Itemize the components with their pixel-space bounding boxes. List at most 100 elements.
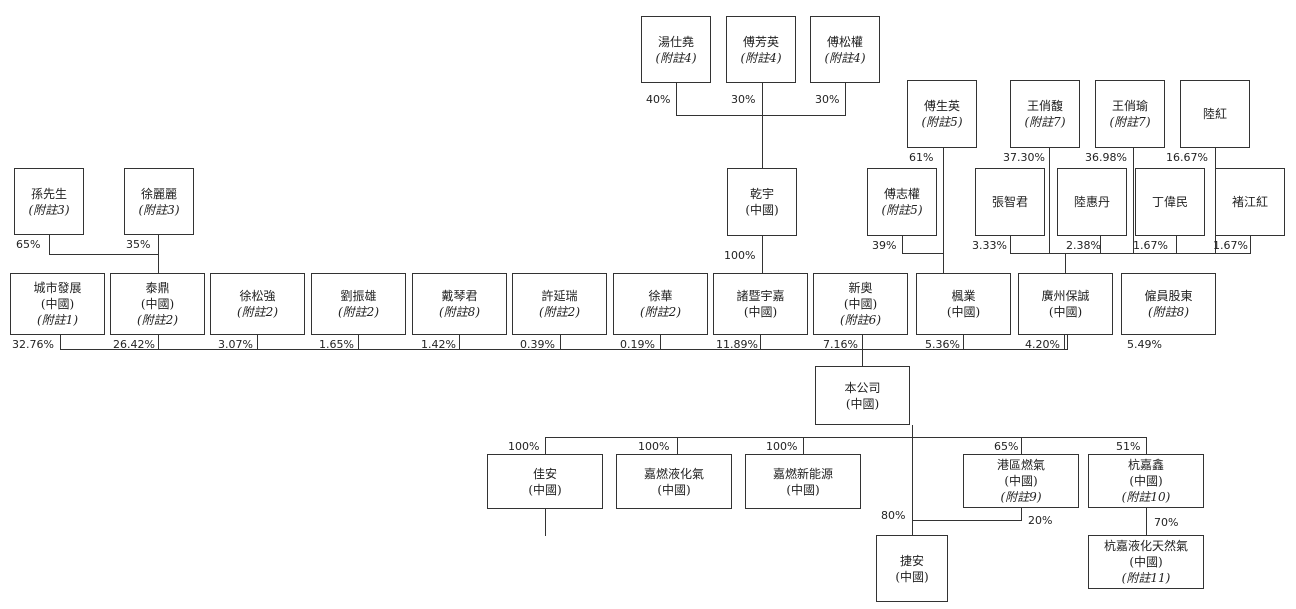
percent-label: 61% (909, 151, 934, 164)
entity-note: (附註2) (338, 305, 379, 319)
entity-note: (附註8) (1148, 305, 1189, 319)
percent-label: 1.67% (1133, 239, 1168, 252)
shareholder-fu-zhiquan: 傅志權 (附註5) (867, 168, 937, 236)
entity-note: (附註2) (640, 305, 681, 319)
connector-line (660, 335, 661, 350)
shareholder-city-development: 城市發展 (中國) (附註1) (10, 273, 105, 335)
percent-label: 3.33% (972, 239, 1007, 252)
entity-name: 傅松權 (826, 34, 863, 49)
shareholder-xu-songqiang: 徐松強 (附註2) (210, 273, 305, 335)
percent-label: 80% (881, 509, 906, 522)
percent-label: 2.38% (1066, 239, 1101, 252)
entity-name: 杭嘉液化天然氣 (1103, 539, 1188, 553)
connector-line (762, 236, 763, 273)
entity-note: (附註5) (921, 115, 963, 129)
entity-name: 嘉燃液化氣 (643, 466, 704, 481)
connector-line (1067, 335, 1068, 350)
percent-label: 35% (126, 238, 151, 251)
entity-name: 嘉燃新能源 (772, 466, 833, 481)
shareholder-zhang-zhijun: 張智君 (975, 168, 1045, 236)
connector-line (60, 335, 61, 350)
percent-label: 70% (1154, 516, 1179, 529)
connector-line (1010, 236, 1011, 254)
subsidiary-hangjiaxin: 杭嘉鑫 (中國) (附註10) (1088, 454, 1204, 508)
shareholder-xu-yanrui: 許延瑞 (附註2) (512, 273, 607, 335)
connector-line (803, 437, 804, 454)
percent-label: 40% (646, 93, 671, 106)
percent-label: 65% (16, 238, 41, 251)
shareholder-chu-jianghong: 褚江紅 (1215, 168, 1285, 236)
connector-line (676, 115, 846, 116)
connector-line (676, 83, 677, 115)
entity-name: 徐麗麗 (140, 186, 177, 201)
percent-label: 26.42% (113, 338, 155, 351)
percent-label: 1.42% (421, 338, 456, 351)
entity-note: (附註9) (1000, 490, 1042, 504)
percent-label: 30% (815, 93, 840, 106)
shareholder-dai-qinjun: 戴琴君 (附註8) (412, 273, 507, 335)
entity-name: 陸紅 (1202, 107, 1227, 121)
percent-label: 1.67% (1213, 239, 1248, 252)
entity-name: 陸惠丹 (1073, 195, 1110, 209)
shareholder-xu-hua: 徐華 (附註2) (613, 273, 708, 335)
connector-line (1146, 437, 1147, 454)
percent-label: 0.19% (620, 338, 655, 351)
entity-name: 廣州保誠 (1041, 289, 1090, 303)
entity-note: (附註4) (824, 50, 866, 65)
shareholder-guangzhou-baocheng: 廣州保誠 (中國) (1018, 273, 1113, 335)
entity-name: 乾宇 (749, 187, 774, 201)
connector-line (677, 437, 678, 454)
percent-label: 100% (638, 440, 670, 453)
shareholder-zhuji-yujia: 諸暨宇嘉 (中國) (713, 273, 808, 335)
connector-line (1064, 335, 1065, 350)
subsidiary-hangjia-lng: 杭嘉液化天然氣 (中國) (附註11) (1088, 535, 1204, 589)
percent-label: 3.07% (218, 338, 253, 351)
connector-line (257, 335, 258, 350)
connector-line (1133, 148, 1134, 254)
connector-line (1146, 508, 1147, 535)
entity-note: (附註4) (740, 50, 782, 65)
connector-line (1250, 236, 1251, 254)
entity-sub: (中國) (946, 305, 981, 319)
shareholder-xu-lili: 徐麗麗 (附註3) (124, 168, 194, 235)
percent-label: 7.16% (823, 338, 858, 351)
entity-name: 新奧 (848, 281, 873, 295)
entity-qianyu: 乾宇 (中國) (727, 168, 797, 236)
entity-note: (附註7) (1109, 115, 1151, 129)
entity-note: (附註3) (138, 202, 180, 217)
entity-note: (附註11) (1121, 571, 1171, 585)
entity-name: 劉振雄 (340, 289, 377, 303)
entity-sub: (中國) (786, 482, 820, 497)
the-company: 本公司 (中國) (815, 366, 910, 425)
entity-sub: (中國) (1004, 474, 1038, 488)
entity-note: (附註6) (840, 313, 881, 327)
shareholder-lu-hong: 陸紅 (1180, 80, 1250, 148)
connector-line (358, 335, 359, 350)
connector-line (943, 148, 944, 273)
entity-note: (附註10) (1121, 490, 1171, 504)
shareholder-wang-qiaofu: 王俏馥 (附註7) (1010, 80, 1080, 148)
percent-label: 65% (994, 440, 1019, 453)
shareholder-fu-songquan: 傅松權 (附註4) (810, 16, 880, 83)
shareholder-feng-ye: 楓業 (中國) (916, 273, 1011, 335)
entity-name: 王俏馥 (1026, 99, 1063, 113)
percent-label: 36.98% (1085, 151, 1127, 164)
shareholder-fu-fangying: 傅芳英 (附註4) (726, 16, 796, 83)
connector-line (1049, 148, 1050, 254)
subsidiary-jiaran-new-energy: 嘉燃新能源 (中國) (745, 454, 861, 509)
shareholder-fu-shengying: 傅生英 (附註5) (907, 80, 977, 148)
entity-sub: (中國) (140, 297, 175, 311)
entity-name: 張智君 (991, 195, 1028, 209)
entity-note: (附註3) (28, 202, 70, 217)
percent-label: 0.39% (520, 338, 555, 351)
percent-label: 5.49% (1127, 338, 1162, 351)
percent-label: 39% (872, 239, 897, 252)
connector-line (1100, 236, 1101, 254)
entity-name: 僱員股東 (1144, 289, 1193, 303)
subsidiary-jiean: 捷安 (中國) (876, 535, 948, 602)
entity-note: (附註2) (237, 305, 278, 319)
entity-sub: (中國) (657, 482, 691, 497)
entity-note: (附註2) (539, 305, 580, 319)
entity-sub: (中國) (1129, 474, 1163, 488)
